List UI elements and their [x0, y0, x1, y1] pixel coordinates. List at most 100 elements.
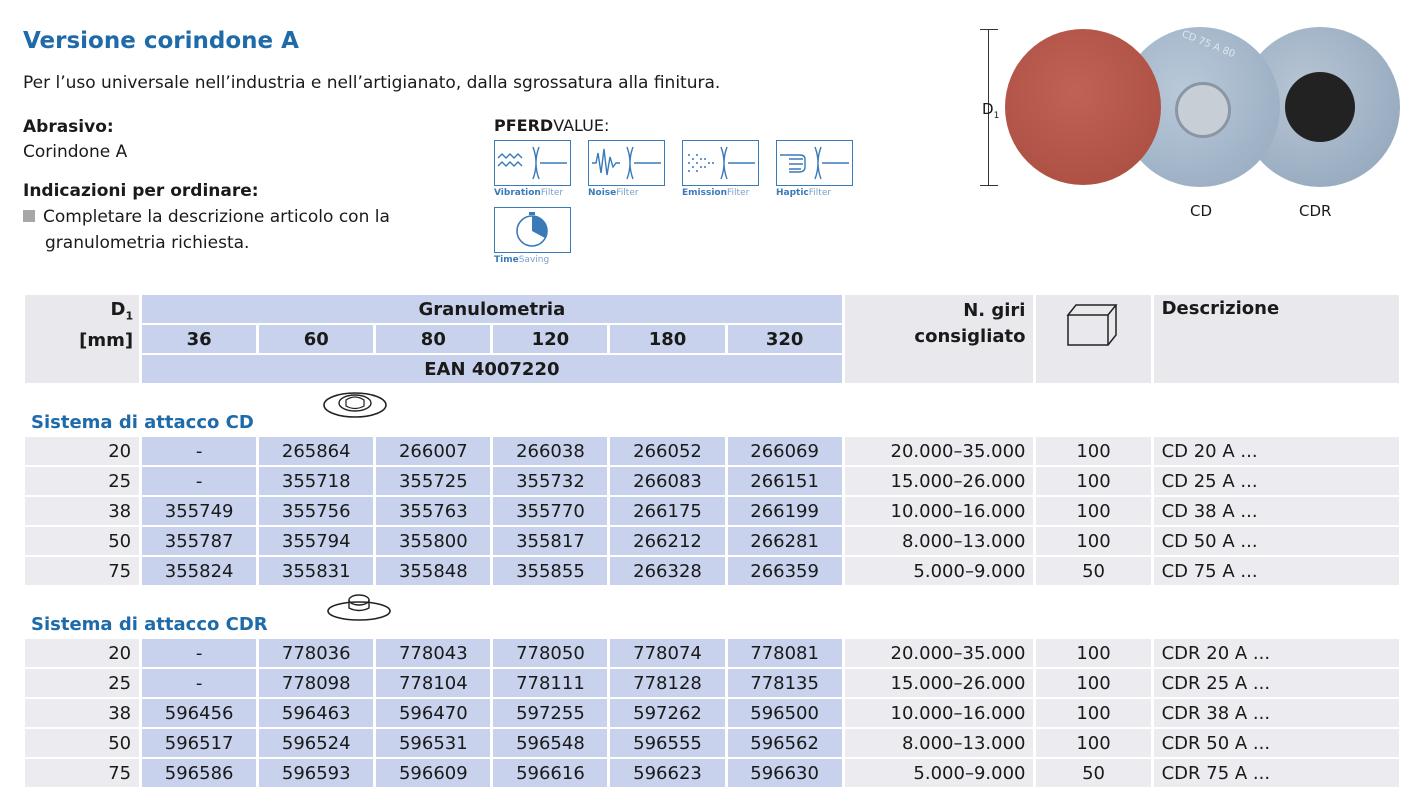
cell-ean-code: 596456	[142, 699, 257, 727]
cell-ean-code: 355770	[493, 497, 608, 525]
package-box-icon	[1036, 295, 1151, 383]
dimension-line	[988, 29, 989, 186]
cell-ean-code: 596531	[376, 729, 491, 757]
cell-ean-code: 596630	[727, 759, 842, 787]
grit-60: 60	[259, 325, 374, 353]
cell-rpm: 8.000–13.000	[844, 729, 1034, 757]
section-header-cell: Sistema di attacco CDR	[25, 587, 1399, 637]
cell-ean-code: 355848	[376, 557, 491, 585]
cell-ean-code: 596517	[142, 729, 257, 757]
cd-disc-hub	[1175, 82, 1231, 138]
cell-ean-code: 355732	[493, 467, 608, 495]
dimension-tick-top	[980, 29, 998, 30]
section-header-row: Sistema di attacco CDR	[25, 587, 1399, 637]
cell-rpm: 15.000–26.000	[844, 467, 1034, 495]
cell-d1: 25	[25, 467, 140, 495]
cell-ean-code: 596524	[259, 729, 374, 757]
cell-ean-code: 778036	[259, 639, 374, 667]
pferd-value-suffix: VALUE:	[553, 116, 610, 135]
cell-ean-code: 596593	[259, 759, 374, 787]
cell-ean-code: 266038	[493, 437, 608, 465]
cell-ean-code: 266083	[610, 467, 725, 495]
cell-ean-code: 355855	[493, 557, 608, 585]
ordering-line-2: granulometria richiesta.	[45, 233, 250, 253]
cell-ean-code: 596500	[727, 699, 842, 727]
cell-ean-code: 266281	[727, 527, 842, 555]
cell-ean-code: 266328	[610, 557, 725, 585]
cell-description: CD 75 A ...	[1153, 557, 1399, 585]
cell-ean-code: 265864	[259, 437, 374, 465]
cell-ean-code: 355763	[376, 497, 491, 525]
cell-ean-code: 596548	[493, 729, 608, 757]
time-saving-icon	[494, 207, 571, 253]
cell-d1: 75	[25, 557, 140, 585]
cell-d1: 25	[25, 669, 140, 697]
cell-ean-code: -	[142, 437, 257, 465]
ordering-line-1: Completare la descrizione articolo con l…	[23, 207, 390, 227]
cell-ean-code: 355794	[259, 527, 374, 555]
grit-180: 180	[610, 325, 725, 353]
cell-ean-code: 355718	[259, 467, 374, 495]
vibration-filter-icon	[494, 140, 571, 186]
ordering-line-1-text: Completare la descrizione articolo con l…	[43, 207, 390, 227]
noise-filter-caption: NoiseFilter	[588, 188, 639, 198]
cell-d1: 50	[25, 527, 140, 555]
cdr-product-label: CDR	[1299, 202, 1332, 220]
cell-ean-code: 266052	[610, 437, 725, 465]
pferd-brand: PFERD	[494, 116, 554, 135]
cell-description: CDR 75 A ...	[1153, 759, 1399, 787]
header-description: Descrizione	[1153, 295, 1399, 383]
section-title: Sistema di attacco CDR	[31, 614, 268, 635]
ordering-label: Indicazioni per ordinare:	[23, 181, 259, 201]
cell-pack: 100	[1036, 467, 1151, 495]
cell-ean-code: 778098	[259, 669, 374, 697]
time-saving-caption: TimeSaving	[494, 255, 550, 265]
cdr-attachment-icon	[326, 592, 392, 627]
cell-ean-code: 596555	[610, 729, 725, 757]
cell-rpm: 8.000–13.000	[844, 527, 1034, 555]
page-title: Versione corindone A	[23, 28, 299, 54]
cell-ean-code: 266069	[727, 437, 842, 465]
section-header-cell: Sistema di attacco CD	[25, 385, 1399, 435]
cell-d1: 38	[25, 497, 140, 525]
cdr-disc-hub	[1285, 72, 1355, 142]
cell-ean-code: 355749	[142, 497, 257, 525]
grit-80: 80	[376, 325, 491, 353]
cell-description: CD 25 A ...	[1153, 467, 1399, 495]
abrasive-value: Corindone A	[23, 142, 128, 162]
cell-ean-code: 778135	[727, 669, 842, 697]
cell-rpm: 20.000–35.000	[844, 437, 1034, 465]
cell-ean-code: 355817	[493, 527, 608, 555]
cell-ean-code: 596616	[493, 759, 608, 787]
noise-filter-icon	[588, 140, 665, 186]
cell-pack: 100	[1036, 497, 1151, 525]
cell-ean-code: 597262	[610, 699, 725, 727]
emission-filter-caption: EmissionFilter	[682, 188, 750, 198]
cell-ean-code: 266212	[610, 527, 725, 555]
cell-pack: 100	[1036, 639, 1151, 667]
abrasive-disc-image	[1005, 29, 1161, 185]
abrasive-label: Abrasivo:	[23, 117, 114, 137]
cell-ean-code: 266007	[376, 437, 491, 465]
cell-pack: 100	[1036, 669, 1151, 697]
cell-description: CD 20 A ...	[1153, 437, 1399, 465]
cell-ean-code: 596470	[376, 699, 491, 727]
cell-description: CDR 25 A ...	[1153, 669, 1399, 697]
cell-rpm: 10.000–16.000	[844, 497, 1034, 525]
cell-pack: 100	[1036, 729, 1151, 757]
cell-rpm: 20.000–35.000	[844, 639, 1034, 667]
cell-pack: 50	[1036, 759, 1151, 787]
cell-ean-code: -	[142, 669, 257, 697]
haptic-filter-icon	[776, 140, 853, 186]
cell-rpm: 10.000–16.000	[844, 699, 1034, 727]
intro-text: Per l’uso universale nell’industria e ne…	[23, 73, 721, 93]
cell-ean-code: 596586	[142, 759, 257, 787]
cell-description: CDR 50 A ...	[1153, 729, 1399, 757]
cd-product-label: CD	[1190, 202, 1213, 220]
cell-ean-code: 266359	[727, 557, 842, 585]
